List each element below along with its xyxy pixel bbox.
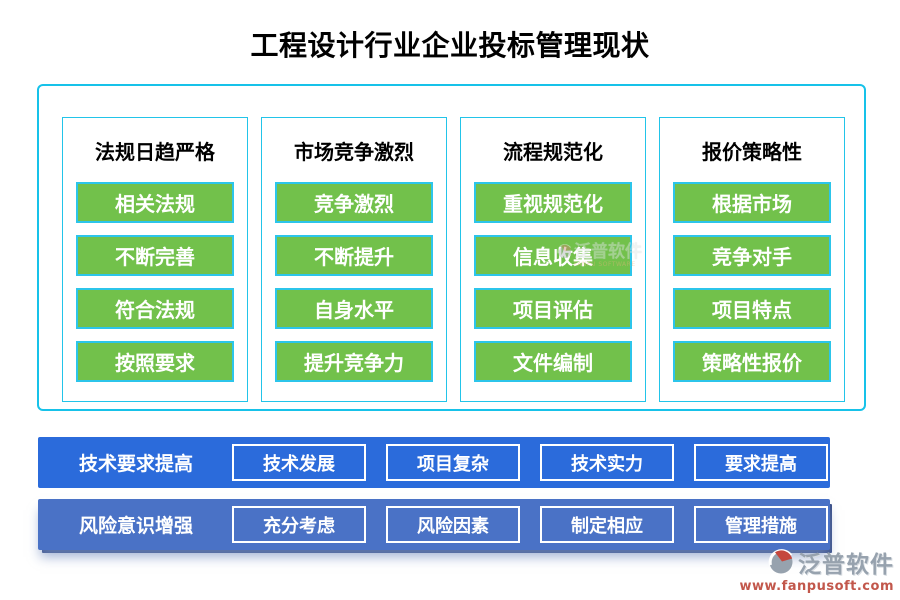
overview-panel: 法规日趋严格 相关法规 不断完善 符合法规 按照要求 市场竞争激烈 竞争激烈 不… [37,84,866,411]
category-columns: 法规日趋严格 相关法规 不断完善 符合法规 按照要求 市场竞争激烈 竞争激烈 不… [39,86,864,409]
topic-button: 提升竞争力 [275,341,433,382]
bar-item-button: 要求提高 [694,444,828,481]
topic-button: 竞争对手 [673,235,831,276]
bar-tech-requirements: 技术要求提高 技术发展 项目复杂 技术实力 要求提高 [38,437,830,488]
bar-label: 风险意识增强 [78,515,193,537]
topic-button: 策略性报价 [673,341,831,382]
bar-risk-awareness: 风险意识增强 充分考虑 风险因素 制定相应 管理措施 [38,499,830,550]
column-header: 市场竞争激烈 [294,139,414,164]
topic-button: 相关法规 [76,182,234,223]
topic-button: 竞争激烈 [275,182,433,223]
column-header: 报价策略性 [702,139,802,164]
topic-button: 不断完善 [76,235,234,276]
bar-item-button: 管理措施 [694,506,828,543]
topic-button: 项目特点 [673,288,831,329]
column-process-standardization: 流程规范化 重视规范化 信息收集 项目评估 文件编制 [460,117,646,402]
topic-button: 不断提升 [275,235,433,276]
column-header: 流程规范化 [503,139,603,164]
column-regulations-strict: 法规日趋严格 相关法规 不断完善 符合法规 按照要求 [62,117,248,402]
brand-name: 泛普软件 [798,552,894,578]
page-title: 工程设计行业企业投标管理现状 [250,29,650,62]
bar-item-button: 制定相应 [540,506,674,543]
bar-label: 技术要求提高 [78,453,193,475]
topic-button: 自身水平 [275,288,433,329]
bar-item-button: 风险因素 [386,506,520,543]
topic-button: 重视规范化 [474,182,632,223]
topic-button: 项目评估 [474,288,632,329]
column-pricing-strategy: 报价策略性 根据市场 竞争对手 项目特点 策略性报价 [659,117,845,402]
fanpu-logo-icon [768,549,794,575]
column-header: 法规日趋严格 [95,139,215,164]
topic-button: 信息收集 [474,235,632,276]
topic-button: 文件编制 [474,341,632,382]
bar-item-button: 技术实力 [540,444,674,481]
bar-item-button: 项目复杂 [386,444,520,481]
topic-button: 符合法规 [76,288,234,329]
bar-item-button: 充分考虑 [232,506,366,543]
topic-button: 按照要求 [76,341,234,382]
bar-item-button: 技术发展 [232,444,366,481]
bar-items: 充分考虑 风险因素 制定相应 管理措施 [232,499,828,550]
bar-items: 技术发展 项目复杂 技术实力 要求提高 [232,437,828,488]
brand-url-link[interactable]: www.fanpusoft.com [739,579,894,594]
topic-button: 根据市场 [673,182,831,223]
brand-footer: 泛普软件 www.fanpusoft.com [739,545,894,594]
column-market-competition: 市场竞争激烈 竞争激烈 不断提升 自身水平 提升竞争力 [261,117,447,402]
